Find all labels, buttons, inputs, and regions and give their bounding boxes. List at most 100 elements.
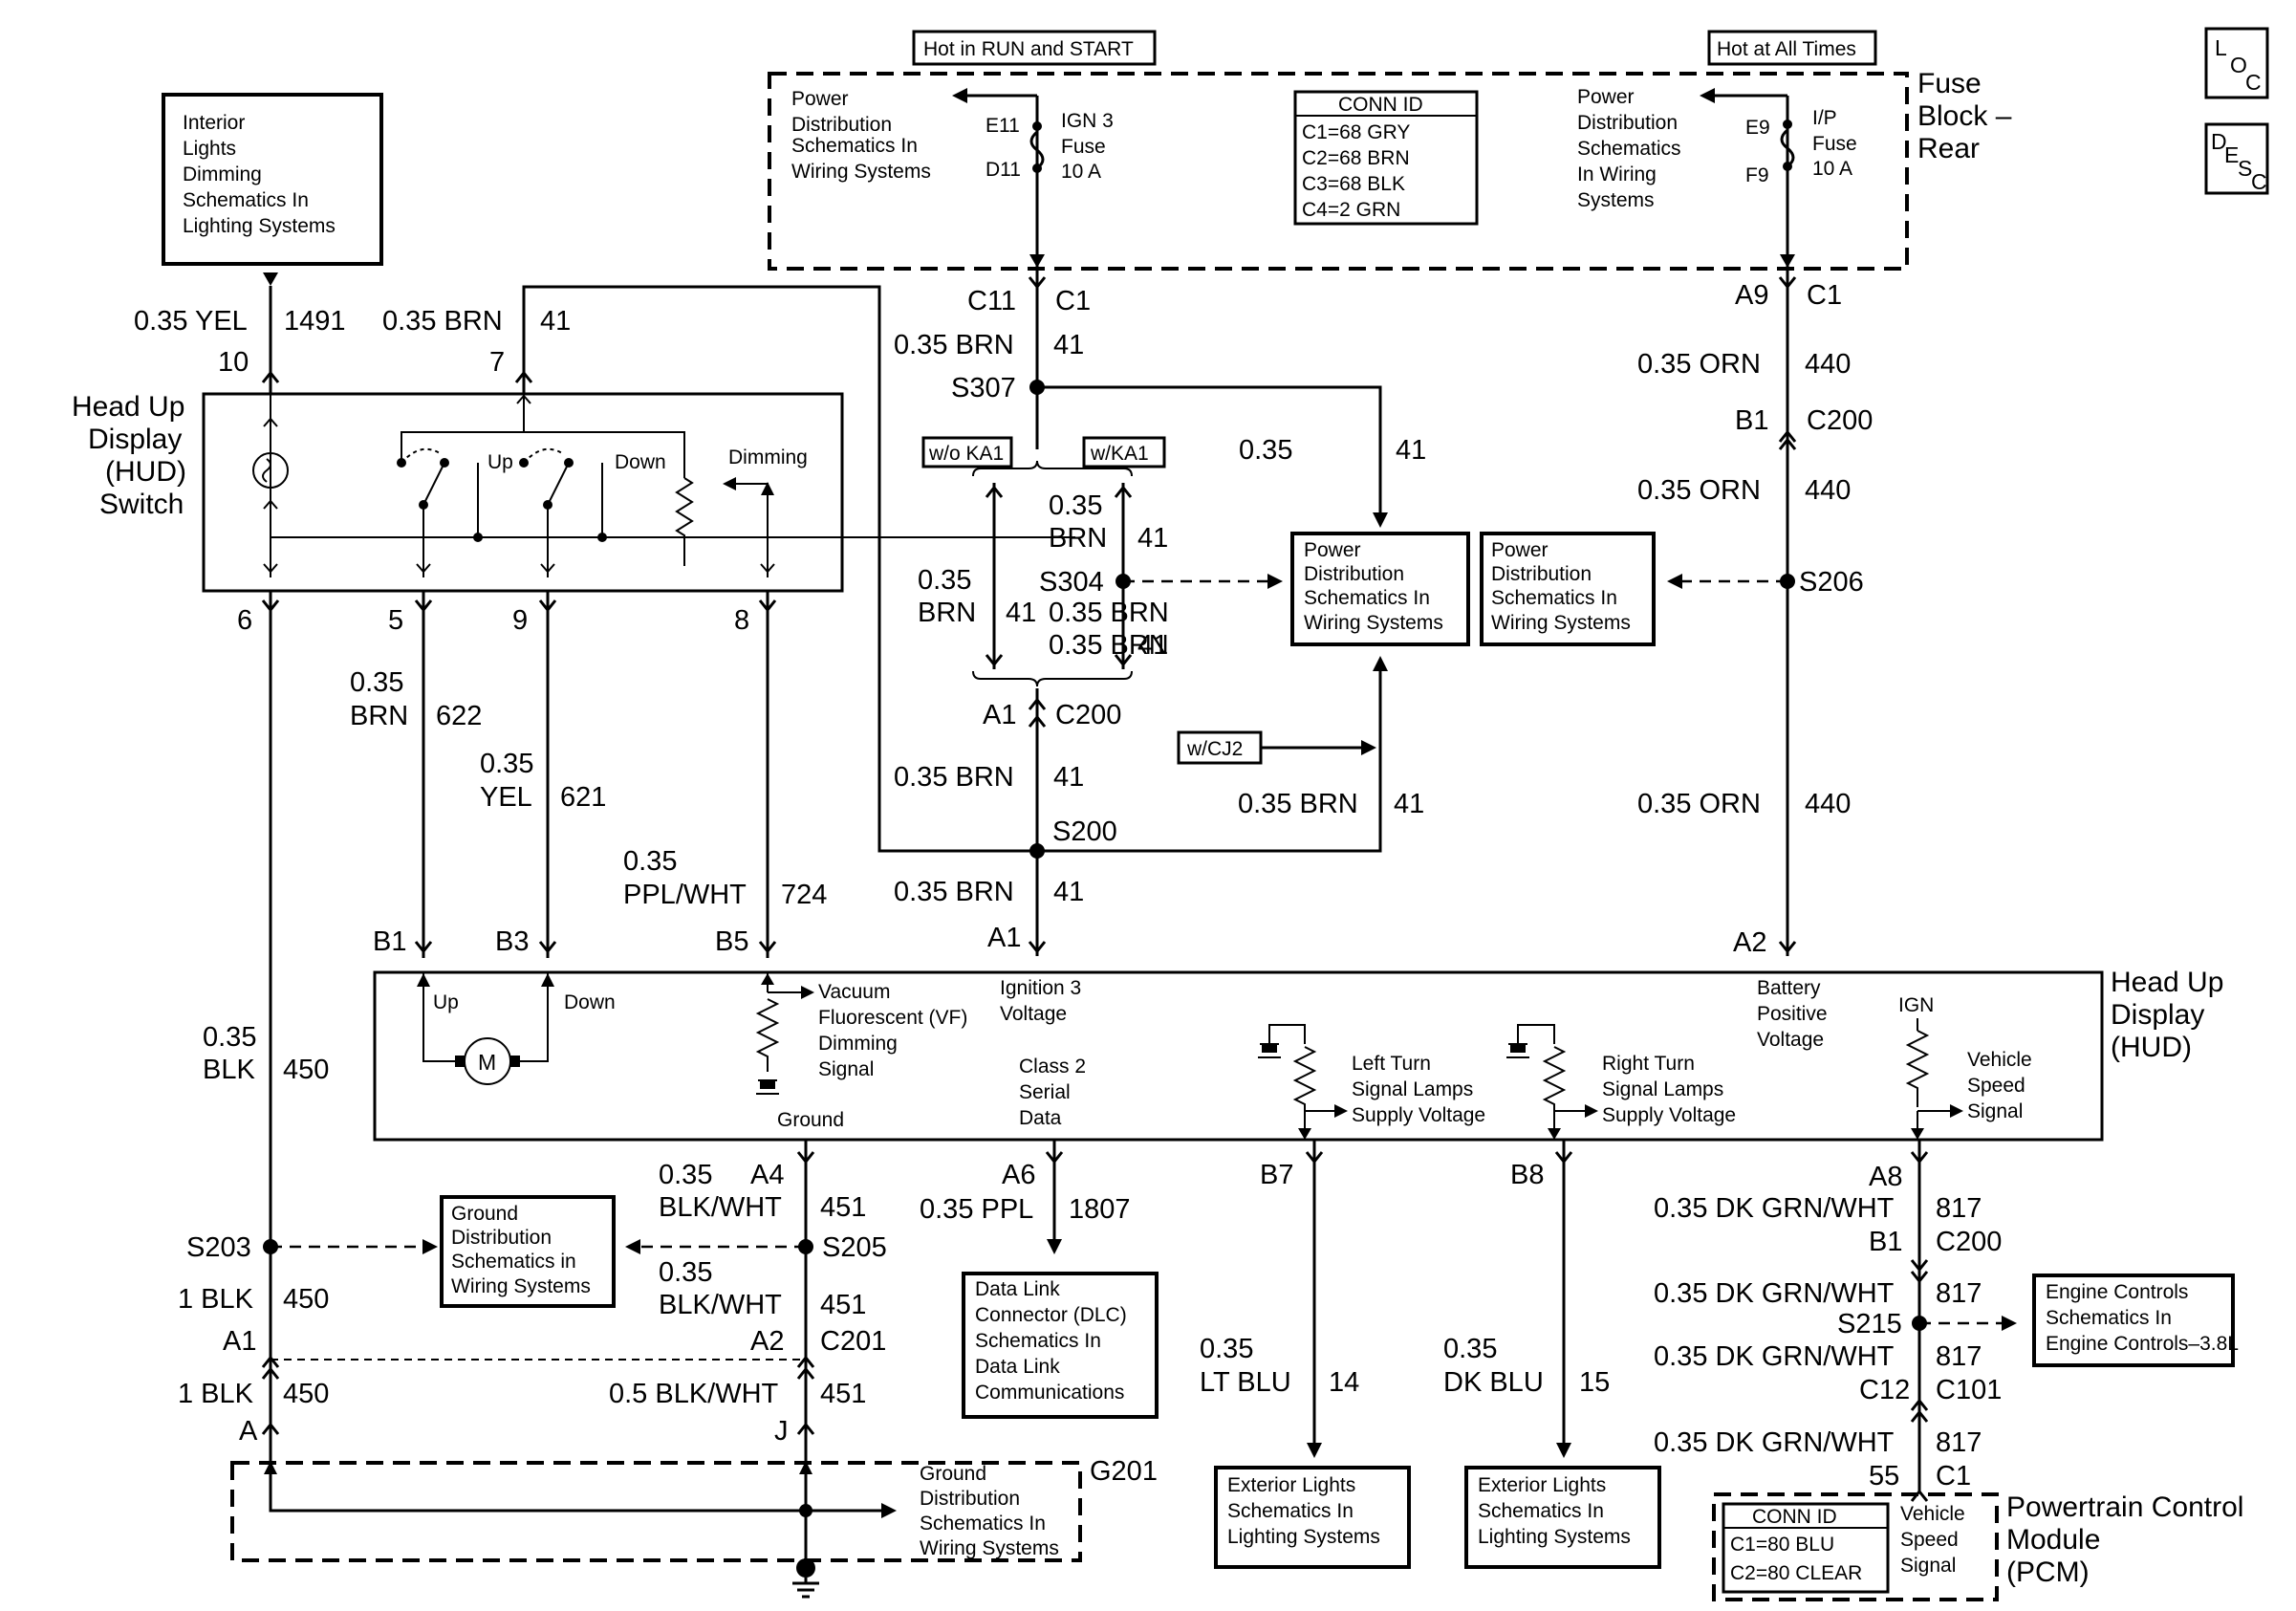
svg-text:A4: A4 xyxy=(750,1160,784,1190)
ip-fuse-icon xyxy=(1780,128,1795,168)
svg-text:15: 15 xyxy=(1579,1367,1610,1398)
svg-text:Fuse: Fuse xyxy=(1061,136,1106,158)
svg-text:Supply Voltage: Supply Voltage xyxy=(1602,1104,1736,1126)
svg-text:Exterior Lights: Exterior Lights xyxy=(1478,1474,1606,1496)
svg-text:S: S xyxy=(2238,156,2252,181)
svg-text:Data Link: Data Link xyxy=(975,1356,1060,1378)
svg-text:G201: G201 xyxy=(1090,1456,1158,1487)
svg-text:Power: Power xyxy=(791,88,849,110)
svg-text:C3=68 BLK: C3=68 BLK xyxy=(1302,173,1405,195)
svg-text:C2=68 BRN: C2=68 BRN xyxy=(1302,147,1410,169)
svg-text:41: 41 xyxy=(1053,330,1084,360)
conn-id-table: CONN ID C1=68 GRY C2=68 BRN C3=68 BLK C4… xyxy=(1293,90,1479,226)
svg-text:A6: A6 xyxy=(1002,1160,1035,1190)
svg-text:Schematics In: Schematics In xyxy=(975,1330,1101,1352)
svg-text:Hot at All Times: Hot at All Times xyxy=(1717,38,1856,60)
option-brace-top xyxy=(972,460,1133,477)
svg-text:Schematics In: Schematics In xyxy=(920,1513,1046,1535)
svg-text:0.35: 0.35 xyxy=(203,1022,256,1053)
svg-text:Right Turn: Right Turn xyxy=(1602,1053,1695,1075)
svg-text:F9: F9 xyxy=(1745,164,1769,186)
wire-41-loop xyxy=(522,285,1037,853)
svg-text:A: A xyxy=(239,1416,258,1447)
svg-text:41: 41 xyxy=(1137,523,1168,554)
svg-text:Left Turn: Left Turn xyxy=(1352,1053,1431,1075)
svg-text:9: 9 xyxy=(512,605,528,636)
svg-text:41: 41 xyxy=(540,306,571,337)
svg-text:Dimming: Dimming xyxy=(183,163,262,185)
svg-text:C1: C1 xyxy=(1807,280,1842,311)
svg-text:E: E xyxy=(2224,142,2239,167)
svg-text:D: D xyxy=(2211,129,2227,154)
svg-text:E11: E11 xyxy=(986,115,1020,137)
svg-text:B1: B1 xyxy=(1735,405,1768,436)
svg-text:C: C xyxy=(2251,169,2267,194)
pd-mid2-box: Power Distribution Schematics In Wiring … xyxy=(1480,532,1656,646)
wo-ka1-label: w/o KA1 xyxy=(921,436,1013,468)
svg-text:1 BLK: 1 BLK xyxy=(178,1379,254,1409)
svg-text:Fuse: Fuse xyxy=(1812,133,1857,155)
svg-text:BLK: BLK xyxy=(203,1055,255,1085)
svg-text:C1: C1 xyxy=(1055,286,1091,316)
svg-text:Dimming: Dimming xyxy=(728,446,808,468)
svg-text:A1: A1 xyxy=(987,923,1021,953)
svg-text:Engine Controls–3.8L: Engine Controls–3.8L xyxy=(2046,1333,2239,1355)
svg-text:Schematics in: Schematics in xyxy=(451,1251,576,1273)
vss-resistor xyxy=(1905,1030,1930,1107)
svg-text:0.35: 0.35 xyxy=(918,565,971,596)
svg-text:Positive: Positive xyxy=(1757,1003,1828,1025)
svg-text:Lighting Systems: Lighting Systems xyxy=(1227,1526,1380,1548)
svg-text:C201: C201 xyxy=(820,1326,886,1357)
hud-switch-title: Head Up Display (HUD) Switch xyxy=(72,391,186,520)
svg-text:Distribution: Distribution xyxy=(920,1488,1020,1510)
svg-text:41: 41 xyxy=(1006,598,1036,628)
svg-text:Class 2: Class 2 xyxy=(1019,1056,1086,1078)
svg-text:0.35 BRN: 0.35 BRN xyxy=(1049,598,1169,628)
svg-text:C1: C1 xyxy=(1936,1461,1971,1491)
svg-text:S205: S205 xyxy=(822,1232,887,1263)
svg-text:Schematics In: Schematics In xyxy=(1478,1500,1604,1522)
svg-text:Schematics In: Schematics In xyxy=(1491,587,1617,609)
svg-text:Schematics In: Schematics In xyxy=(1304,587,1430,609)
ign3-fuse-icon xyxy=(1029,130,1045,170)
svg-text:7: 7 xyxy=(489,347,505,378)
svg-text:S304: S304 xyxy=(1039,567,1104,598)
svg-text:0.35: 0.35 xyxy=(1239,435,1292,466)
svg-text:Up: Up xyxy=(487,451,513,473)
svg-text:451: 451 xyxy=(820,1192,866,1223)
svg-text:817: 817 xyxy=(1936,1278,1982,1309)
svg-text:Ground: Ground xyxy=(777,1109,844,1131)
svg-text:Power: Power xyxy=(1304,539,1361,561)
desc-icon[interactable]: D E S C xyxy=(2204,122,2269,195)
svg-text:0.35 PPL: 0.35 PPL xyxy=(920,1194,1033,1225)
svg-text:C4=2 GRN: C4=2 GRN xyxy=(1302,199,1400,221)
svg-text:B8: B8 xyxy=(1510,1160,1544,1190)
svg-text:YEL: YEL xyxy=(480,782,532,813)
svg-text:A1: A1 xyxy=(983,700,1016,730)
svg-text:Battery: Battery xyxy=(1757,977,1821,999)
svg-text:440: 440 xyxy=(1805,789,1851,819)
svg-text:S206: S206 xyxy=(1799,567,1864,598)
svg-text:Power: Power xyxy=(1491,539,1549,561)
hud-box xyxy=(373,970,2104,1142)
svg-text:w/CJ2: w/CJ2 xyxy=(1186,738,1243,760)
svg-text:BRN: BRN xyxy=(1049,523,1107,554)
svg-text:O: O xyxy=(2230,53,2247,77)
svg-text:Serial: Serial xyxy=(1019,1081,1071,1103)
svg-text:41: 41 xyxy=(1396,435,1426,466)
interior-lights-box: Interior Lights Dimming Schematics In Li… xyxy=(162,93,383,266)
pd-left-note: Power Distribution Schematics In Wiring … xyxy=(791,88,931,183)
svg-text:0.35 BRN: 0.35 BRN xyxy=(894,877,1014,907)
svg-text:w/o KA1: w/o KA1 xyxy=(928,443,1004,465)
svg-text:Schematics: Schematics xyxy=(1577,138,1681,160)
svg-text:Lighting Systems: Lighting Systems xyxy=(183,215,336,237)
loc-icon[interactable]: L O C xyxy=(2204,27,2269,99)
fuse-block-title-3: Rear xyxy=(1917,133,1980,164)
svg-text:C: C xyxy=(2245,70,2262,95)
svg-text:Voltage: Voltage xyxy=(1000,1003,1067,1025)
svg-text:Interior: Interior xyxy=(183,112,245,134)
svg-text:BRN: BRN xyxy=(350,701,408,731)
svg-text:Fluorescent (VF): Fluorescent (VF) xyxy=(818,1007,967,1029)
svg-text:BLK/WHT: BLK/WHT xyxy=(659,1192,782,1223)
vf-resistor xyxy=(755,998,780,1072)
